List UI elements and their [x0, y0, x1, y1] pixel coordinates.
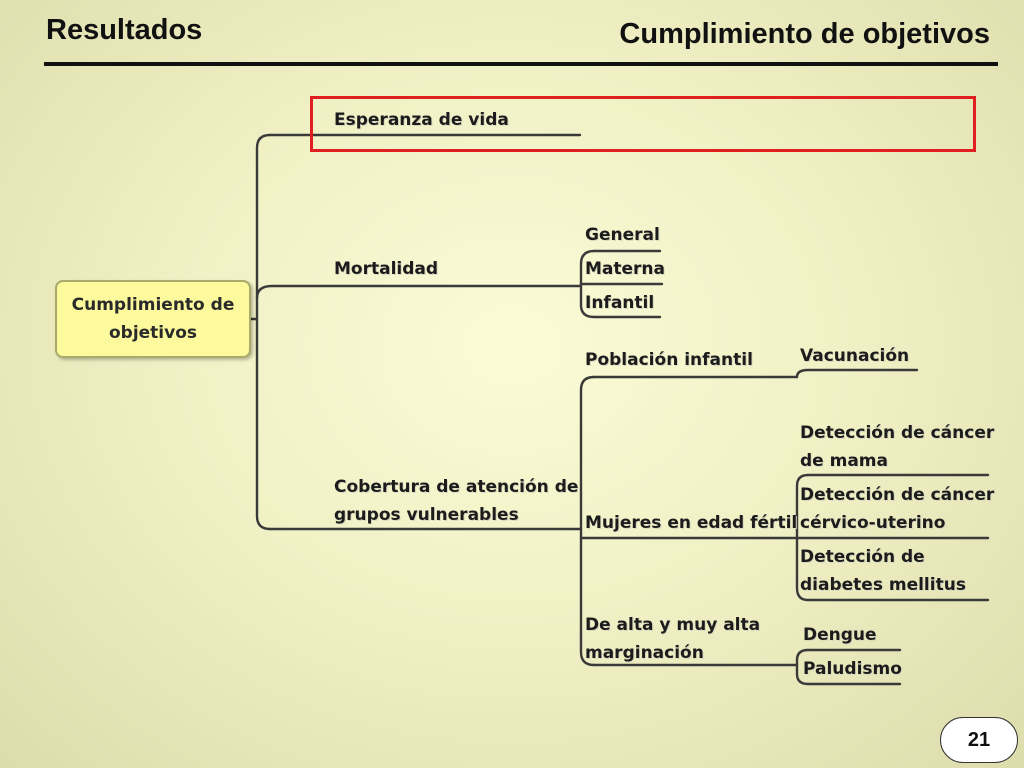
connector-marginacion-children	[795, 648, 810, 686]
node-cancer-mama: Detección de cáncer de mama	[800, 423, 995, 471]
node-general: General	[585, 225, 660, 245]
header-divider	[44, 62, 998, 66]
connector-mortalidad	[255, 284, 583, 300]
node-cobertura: Cobertura de atención de grupos vulnerab…	[334, 477, 579, 525]
node-infantil: Infantil	[585, 293, 655, 313]
node-cancer-cervico: Detección de cáncer cérvico-uterino	[800, 485, 995, 533]
node-materna: Materna	[585, 259, 666, 279]
node-dengue: Dengue	[803, 625, 877, 645]
node-vacunacion: Vacunación	[800, 346, 910, 366]
node-poblacion-infantil: Población infantil	[585, 350, 753, 370]
node-diabetes: Detección de diabetes mellitus	[800, 547, 966, 595]
node-esperanza-de-vida: Esperanza de vida	[334, 110, 509, 130]
node-paludismo: Paludismo	[803, 659, 902, 679]
connector-cobertura-trunk	[579, 375, 596, 667]
connector-trunk	[255, 133, 272, 531]
node-marginacion: De alta y muy alta marginación	[585, 615, 761, 663]
node-mujeres-edad-fertil: Mujeres en edad fértil	[585, 513, 798, 533]
slide-title: Resultados	[46, 14, 203, 46]
root-node: Cumplimiento de objetivos	[55, 280, 251, 358]
highlight-box	[310, 96, 976, 152]
page-number: 21	[940, 717, 1018, 763]
connector-vacunacion	[795, 368, 919, 379]
slide-subtitle: Cumplimiento de objetivos	[619, 18, 990, 50]
node-mortalidad: Mortalidad	[334, 259, 439, 279]
